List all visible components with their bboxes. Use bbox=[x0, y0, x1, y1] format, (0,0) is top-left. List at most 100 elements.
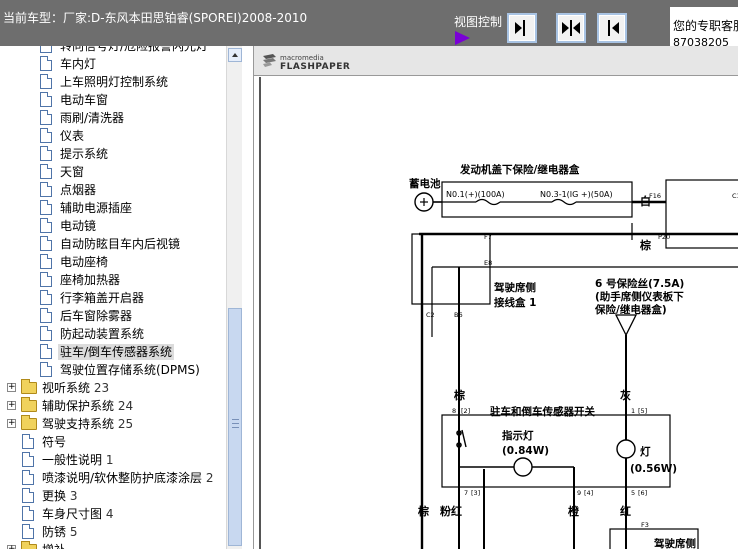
scroll-grip-icon bbox=[232, 419, 239, 428]
diagram-wire-brown: 棕 bbox=[417, 504, 429, 518]
tree-item-label: 电动镜 bbox=[60, 219, 97, 233]
diagram-pin7: 7 bbox=[464, 489, 468, 497]
diagram-pin1b: [5] bbox=[638, 407, 647, 415]
top-bar: 当前车型：厂家:D-东风本田思铂睿(SPOREI)2008-2010 视图控制 … bbox=[0, 0, 738, 49]
document-icon bbox=[22, 488, 34, 503]
service-label: 您的专职客服 Q bbox=[673, 17, 738, 34]
diagram-indicator2: (0.84W) bbox=[502, 445, 549, 457]
document-icon bbox=[22, 470, 34, 485]
diagram-c1: C1 bbox=[732, 192, 738, 200]
folder-icon bbox=[21, 379, 37, 394]
tree-item-label: 座椅加热器 bbox=[60, 273, 121, 287]
document-icon bbox=[40, 218, 52, 233]
expand-icon[interactable]: + bbox=[7, 400, 16, 410]
brand-big: FLASHPAPER bbox=[280, 62, 351, 72]
folder-icon bbox=[21, 397, 37, 412]
document-icon bbox=[40, 46, 52, 53]
diagram-c2: C2 bbox=[426, 311, 435, 319]
document-icon bbox=[40, 362, 52, 377]
document-icon bbox=[22, 434, 34, 449]
service-text: 您的专职客服 bbox=[673, 19, 738, 33]
tree-doc-label: 喷漆说明/软休整防护底漆涂层 bbox=[42, 471, 203, 485]
diagram-f16: F16 bbox=[649, 192, 661, 200]
document-icon bbox=[40, 56, 52, 71]
tree-doc-label: 一般性说明 bbox=[42, 453, 103, 467]
document-icon bbox=[40, 74, 52, 89]
document-icon bbox=[40, 110, 52, 125]
diagram-wire-red: 红 bbox=[620, 504, 631, 518]
diagram-pin7b: [3] bbox=[471, 489, 480, 497]
diagram-pin1: 1 bbox=[631, 407, 635, 415]
category-tree: 转向信号灯/危险报警闪光灯 车内灯 上车照明灯控制系统 电动车窗 雨刷/清洗器 … bbox=[0, 46, 242, 549]
tree-item-label: 行李箱盖开启器 bbox=[60, 291, 145, 305]
diagram-e8: E8 bbox=[484, 259, 492, 267]
diagram-pin8b: [2] bbox=[461, 407, 470, 415]
tree-item-label: 后车窗除雾器 bbox=[60, 309, 133, 323]
current-car-model: 当前车型：厂家:D-东风本田思铂睿(SPOREI)2008-2010 bbox=[3, 11, 308, 25]
tree-item-label: 车内灯 bbox=[60, 57, 97, 71]
diagram-fuse1: N0.1(+)(100A) bbox=[446, 190, 505, 199]
document-icon bbox=[40, 344, 52, 359]
tree-item-label: 转向信号灯/危险报警闪光灯 bbox=[60, 46, 209, 53]
diagram-brown-label: 棕 bbox=[639, 238, 651, 252]
diagram-battery-label: 蓄电池 bbox=[409, 177, 441, 190]
document-icon bbox=[40, 290, 52, 305]
document-icon bbox=[40, 326, 52, 341]
diagram-fusebox-title: 发动机盖下保险/继电器盒 bbox=[459, 163, 580, 176]
tree-doc-label: 车身尺寸图 bbox=[42, 507, 103, 521]
tree-scrollbar[interactable] bbox=[226, 46, 242, 549]
diagram-lamp2: (0.56W) bbox=[630, 463, 677, 475]
view-left-panel-button[interactable] bbox=[597, 13, 627, 43]
diagram-pin8: 8 bbox=[452, 407, 456, 415]
folder-icon bbox=[21, 541, 37, 549]
tree-item-label: 点烟器 bbox=[60, 183, 97, 197]
tree-item-label: 仪表 bbox=[60, 129, 85, 143]
diagram-pin9: 9 bbox=[577, 489, 581, 497]
expand-icon[interactable]: + bbox=[7, 382, 16, 392]
diagram-page: 发动机盖下保险/继电器盒 蓄电池 白 棕 驾驶席侧 接线盒 1 6 号保险丝(7… bbox=[254, 77, 738, 549]
diagram-fuse6-2: (助手席侧仪表板下 bbox=[595, 290, 684, 303]
tree-folder-label: 增补 bbox=[40, 542, 68, 549]
view-control-label: 视图控制 bbox=[454, 15, 503, 29]
tree-folder-label: 辅助保护系统 bbox=[42, 399, 115, 413]
tree-item-label: 电动座椅 bbox=[60, 255, 109, 269]
tree-doc-label: 更换 bbox=[42, 489, 67, 503]
diagram-driver-box2: 接线盒 1 bbox=[494, 296, 536, 309]
tree-doc-count: 3 bbox=[69, 489, 78, 503]
scroll-up-button[interactable] bbox=[228, 48, 242, 62]
diagram-switch-title: 驻车和倒车传感器开关 bbox=[490, 405, 595, 418]
page-edge bbox=[259, 77, 261, 549]
diagram-b6: B6 bbox=[454, 311, 463, 319]
document-icon bbox=[40, 128, 52, 143]
tree-item-label: 电动车窗 bbox=[60, 93, 109, 107]
tree-item-label: 驻车/倒车传感器系统 bbox=[58, 344, 175, 360]
flashpaper-logo-icon bbox=[263, 54, 276, 67]
tree-item-label: 辅助电源插座 bbox=[60, 201, 133, 215]
expand-icon[interactable]: + bbox=[7, 418, 16, 428]
tree-folder-label: 驾驶支持系统 bbox=[42, 417, 115, 431]
tree-doc-count: 5 bbox=[69, 525, 78, 539]
diagram-f3: F3 bbox=[641, 521, 649, 529]
tree-doc-count: 4 bbox=[105, 507, 114, 521]
flashpaper-header: macromedia FLASHPAPER bbox=[254, 46, 738, 76]
tree-folder-label: 视听系统 bbox=[42, 381, 91, 395]
diagram-fuse2: N0.3-1(IG +)(50A) bbox=[540, 190, 613, 199]
scroll-thumb[interactable] bbox=[228, 308, 242, 546]
flashpaper-frame: macromedia FLASHPAPER bbox=[253, 46, 738, 549]
document-icon bbox=[22, 524, 34, 539]
service-phone: 87038205 bbox=[673, 36, 729, 49]
expand-icon[interactable]: + bbox=[7, 545, 16, 549]
diagram-white-label: 白 bbox=[640, 194, 651, 208]
view-right-panel-button[interactable] bbox=[507, 13, 537, 43]
tree-folder-count: 24 bbox=[117, 399, 134, 413]
document-viewer: macromedia FLASHPAPER bbox=[243, 46, 738, 549]
tree-doc-label: 符号 bbox=[42, 435, 67, 449]
view-control-arrow-icon bbox=[455, 31, 470, 45]
tree-doc-label: 防锈 bbox=[42, 525, 67, 539]
document-icon bbox=[40, 92, 52, 107]
diagram-pin5: 5 bbox=[631, 489, 635, 497]
document-icon bbox=[22, 506, 34, 521]
diagram-pin9b: [4] bbox=[584, 489, 593, 497]
diagram-driver-box1: 驾驶席侧 bbox=[494, 281, 536, 294]
view-split-button[interactable] bbox=[556, 13, 586, 43]
